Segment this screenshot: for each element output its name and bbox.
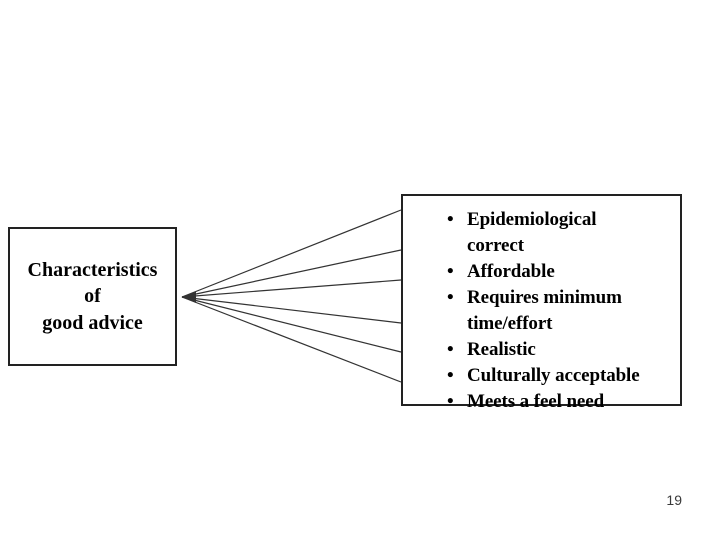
list-item-text: Culturally acceptable [467, 365, 640, 386]
connector-line-3 [181, 279, 402, 298]
connector-line-5 [181, 296, 402, 353]
characteristics-line-1: Characteristics [27, 258, 158, 281]
connector-line-4 [181, 296, 402, 324]
characteristics-line-2: of [84, 285, 101, 308]
characteristics-box: Characteristics of good advice [8, 227, 177, 366]
list-item-text: Meets a feel need [467, 391, 605, 412]
list-item: • Affordable [403, 259, 680, 285]
list-item: • Realistic [403, 337, 680, 363]
list-item-text: Affordable [467, 261, 555, 282]
list-item-text: Epidemiological [467, 209, 597, 230]
list-item: • Meets a feel need [403, 389, 680, 415]
bullet-icon: • [447, 287, 454, 308]
bullet-icon: • [447, 261, 454, 282]
list-item-text-cont: correct [467, 235, 524, 256]
connector-group [181, 209, 402, 383]
list-item: • Requires minimum time/effort [403, 285, 680, 337]
list-item: • Culturally acceptable [403, 363, 680, 389]
characteristics-line-3: good advice [42, 311, 143, 334]
connector-line-2 [181, 249, 402, 298]
page-number: 19 [666, 492, 682, 508]
list-item-text-cont: time/effort [467, 313, 553, 334]
bullet-icon: • [447, 391, 454, 412]
bullet-icon: • [447, 365, 454, 386]
bullet-icon: • [447, 209, 454, 230]
list-item-text: Realistic [467, 339, 536, 360]
connector-line-6 [181, 296, 402, 383]
attributes-list: • Epidemiological correct • Affordable •… [403, 196, 680, 415]
list-item-text: Requires minimum [467, 287, 622, 308]
arrowhead-icon [182, 291, 196, 303]
list-item: • Epidemiological correct [403, 207, 680, 259]
attributes-box: • Epidemiological correct • Affordable •… [401, 194, 682, 412]
connector-line-1 [181, 209, 402, 298]
bullet-icon: • [447, 339, 454, 360]
